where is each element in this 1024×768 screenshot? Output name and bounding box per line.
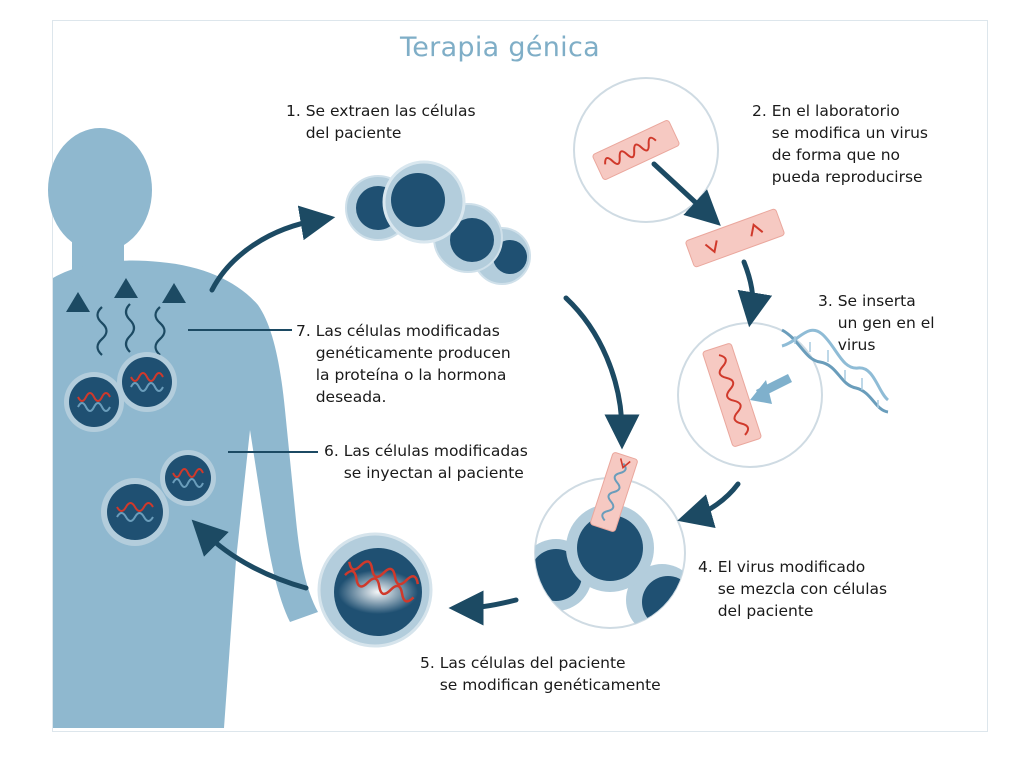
modified-cell <box>317 532 433 648</box>
step4-label: 4. El virus modificado se mezcla con cél… <box>698 558 888 620</box>
step1-label: 1. Se extraen las células del paciente <box>286 102 476 142</box>
virus-mix-circle <box>534 452 686 629</box>
step6-label: 6. Las células modificadas se inyectan a… <box>324 442 528 482</box>
cycle-arrows <box>191 161 773 626</box>
gene-insertion-circle <box>677 322 823 468</box>
diagram-title: Terapia génica <box>400 32 600 63</box>
virus-lab-circle <box>573 77 719 223</box>
step7-label: 7. Las células modificadas genéticamente… <box>296 322 511 406</box>
step5-label: 5. Las células del paciente se modifican… <box>420 654 661 694</box>
extracted-cells <box>345 160 531 285</box>
body-modified-cells <box>64 352 216 546</box>
dna-helix <box>781 328 890 414</box>
modified-virus <box>685 208 785 268</box>
step2-label: 2. En el laboratorio se modifica un viru… <box>752 102 929 186</box>
step3-label: 3. Se inserta un gen en el virus <box>818 292 935 354</box>
hormone-arrows <box>66 278 186 356</box>
